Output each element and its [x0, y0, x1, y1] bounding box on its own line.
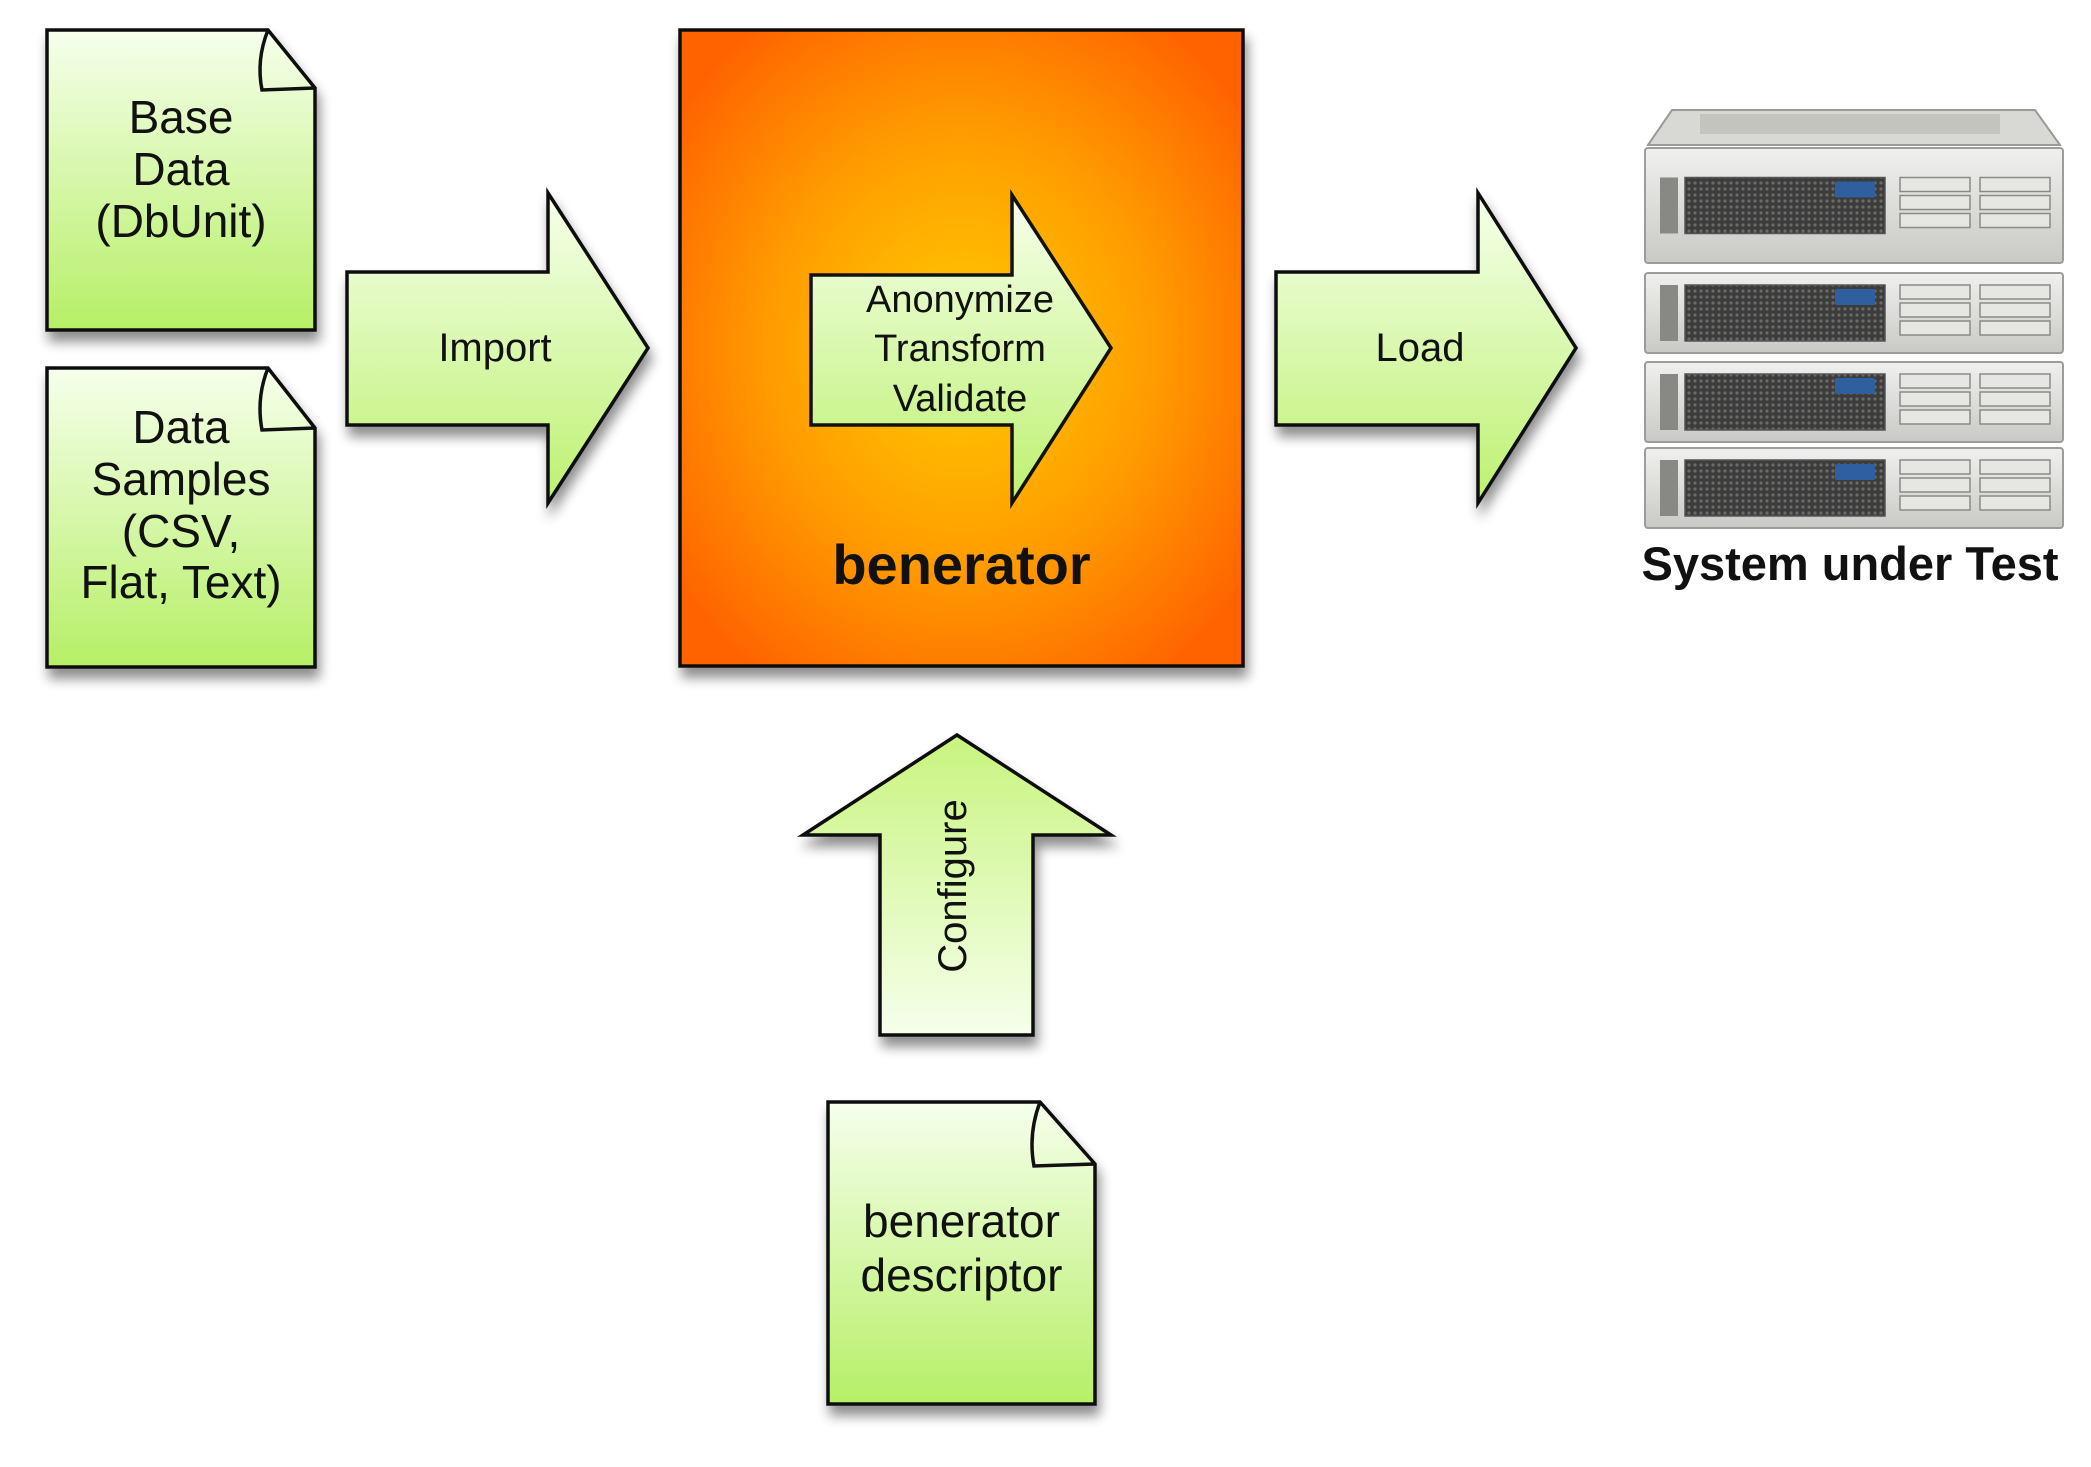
server-unit [1644, 361, 2064, 443]
import-arrow [345, 187, 651, 509]
server-unit [1644, 272, 2064, 354]
document-data-samples [45, 366, 317, 669]
text-line: Data [132, 142, 230, 195]
text-line: (DbUnit) [95, 194, 267, 247]
load-label: Load [1375, 326, 1465, 370]
configure-arrow [797, 732, 1117, 1037]
descriptor-label: benerator descriptor [828, 1195, 1095, 1301]
server-rack-icon [1646, 109, 2062, 146]
server-unit [1644, 147, 2064, 264]
text-line: Base [128, 91, 234, 143]
load-arrow [1274, 186, 1579, 510]
document-fold [1030, 1101, 1096, 1168]
server-unit [1644, 447, 2064, 529]
text-line: Flat, Text) [80, 556, 282, 609]
document-descriptor [826, 1100, 1097, 1406]
document-base-data [45, 28, 317, 332]
text-line: Validate [892, 377, 1028, 420]
text-line: (CSV, [121, 504, 241, 557]
process-steps-label: Anonymize Transform Validate [820, 276, 1100, 424]
process-arrow [809, 189, 1114, 509]
text-line: Anonymize [866, 279, 1054, 321]
import-label: Import [438, 326, 552, 370]
benerator-title: benerator [832, 533, 1091, 596]
text-line: Samples [91, 452, 271, 505]
document-fold [258, 29, 316, 92]
configure-label: Configure [931, 799, 975, 973]
system-under-test-label: System under Test [1641, 537, 2059, 590]
data-samples-label: Data Samples (CSV, Flat, Text) [47, 401, 315, 609]
text-line: benerator [863, 1195, 1060, 1247]
base-data-label: Base Data (DbUnit) [47, 91, 315, 247]
text-line: descriptor [860, 1248, 1063, 1301]
text-line: Transform [874, 328, 1046, 371]
document-fold [258, 367, 316, 432]
text-line: Data [132, 401, 230, 453]
